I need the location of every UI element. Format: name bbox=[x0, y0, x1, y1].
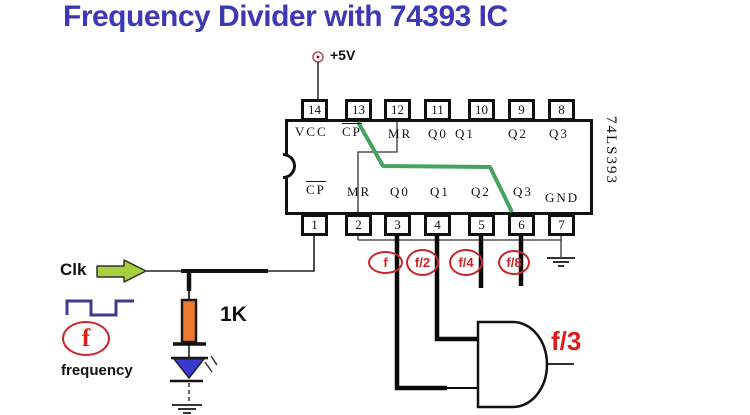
frequency-symbol-badge: f bbox=[62, 321, 110, 356]
pin-label-q1-top: Q1 bbox=[455, 126, 475, 141]
pin-box-12: 12 bbox=[384, 99, 411, 121]
frequency-label: frequency bbox=[61, 362, 133, 379]
pin-label-q2-bottom: Q2 bbox=[471, 184, 491, 199]
pin-label-q0-top: Q0 bbox=[428, 126, 448, 141]
pin-box-9: 9 bbox=[508, 99, 535, 121]
mr-tie-wire bbox=[357, 122, 562, 258]
pin-label-vcc: VCC bbox=[295, 124, 328, 139]
pin-label-q3-top: Q3 bbox=[549, 126, 569, 141]
resistor bbox=[173, 272, 206, 358]
pin-label-cp-bottom: CP bbox=[306, 182, 326, 197]
and-gate bbox=[476, 320, 574, 409]
output-wires bbox=[394, 236, 524, 391]
ground-symbol-led bbox=[172, 404, 202, 414]
clk-arrow-icon bbox=[96, 259, 147, 283]
pin-box-13: 13 bbox=[345, 99, 372, 121]
green-internal-wire bbox=[356, 121, 514, 213]
pin-label-q3-bottom: Q3 bbox=[513, 184, 533, 199]
pin-label-gnd: GND bbox=[545, 190, 580, 205]
clk-input-wire bbox=[146, 236, 315, 273]
pin-label-q1-bottom: Q1 bbox=[430, 184, 450, 199]
pin-box-4: 4 bbox=[424, 214, 451, 236]
pin-box-3: 3 bbox=[384, 214, 411, 236]
gate-output-label: f/3 bbox=[551, 326, 582, 356]
square-wave-icon bbox=[65, 299, 134, 317]
clk-label: Clk bbox=[60, 260, 87, 279]
ground-symbol-ic bbox=[547, 257, 575, 267]
pin-label-q2-top: Q2 bbox=[508, 126, 528, 141]
resistor-value-label: 1K bbox=[220, 303, 247, 326]
pin-box-1: 1 bbox=[301, 214, 328, 236]
pin-box-14: 14 bbox=[301, 99, 328, 121]
pin-label-mr-bottom: MR bbox=[347, 184, 372, 199]
pin-label-cp-top: CP bbox=[342, 124, 362, 139]
pin-box-7: 7 bbox=[548, 214, 575, 236]
output-badge-f: f bbox=[368, 251, 403, 274]
pin-label-mr-top: MR bbox=[388, 126, 413, 141]
pin-label-q0-bottom: Q0 bbox=[390, 184, 410, 199]
pin-box-10: 10 bbox=[468, 99, 495, 121]
ic-part-number: 74LS393 bbox=[603, 116, 619, 186]
pin-box-2: 2 bbox=[345, 214, 372, 236]
power-terminal-icon bbox=[312, 51, 324, 100]
pin-box-6: 6 bbox=[508, 214, 535, 236]
page-title: Frequency Divider with 74393 IC bbox=[63, 0, 508, 33]
pin-box-11: 11 bbox=[424, 99, 451, 121]
led bbox=[170, 355, 218, 403]
pin-box-5: 5 bbox=[468, 214, 495, 236]
power-label: +5V bbox=[330, 47, 356, 63]
pin-box-8: 8 bbox=[548, 99, 575, 121]
output-badge-f8: f/8 bbox=[498, 250, 530, 275]
output-badge-f2: f/2 bbox=[406, 249, 439, 276]
output-badge-f4: f/4 bbox=[449, 249, 483, 276]
